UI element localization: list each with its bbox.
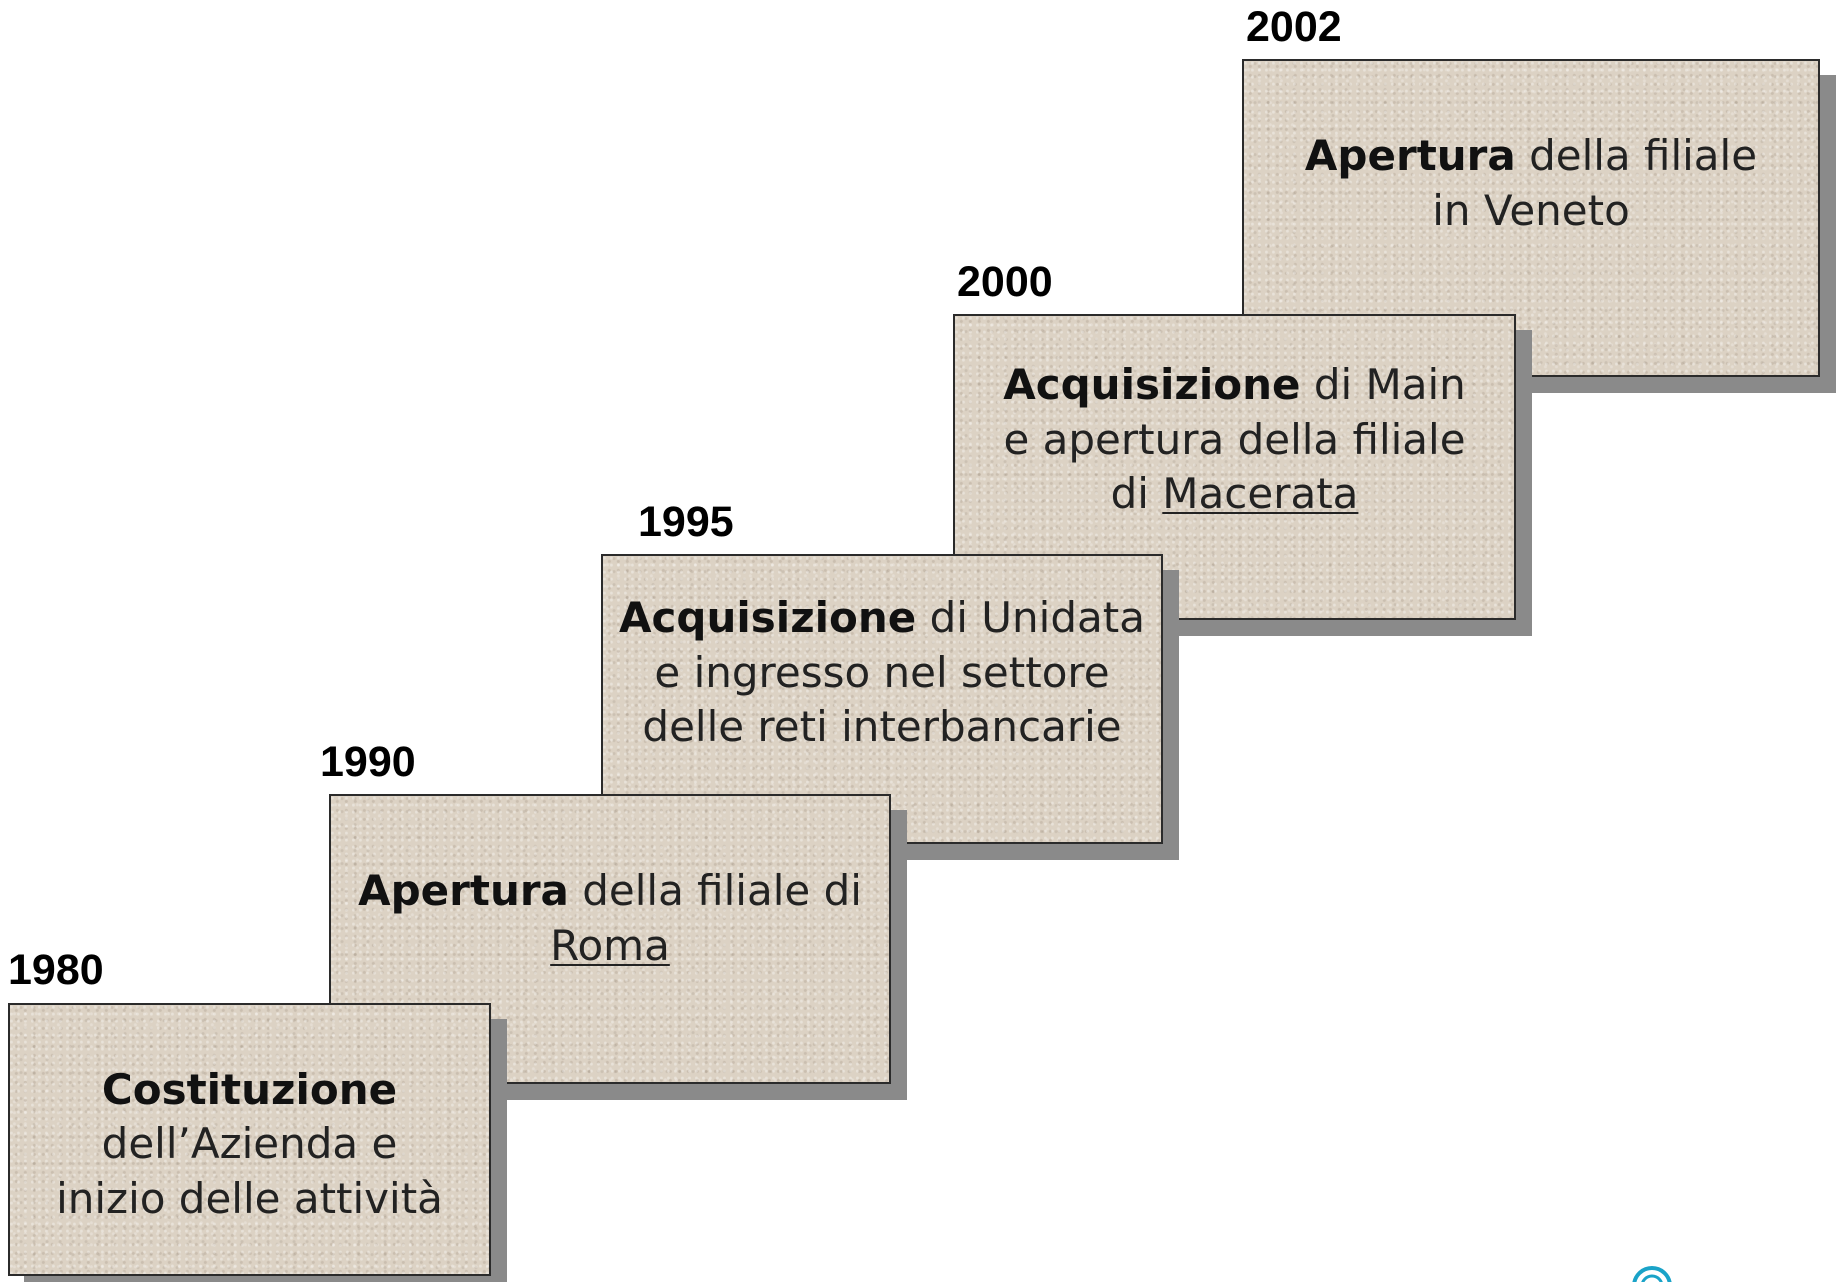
milestone-box-1980: Costituzione dell’Azienda e inizio delle… [8,1003,491,1276]
milestone-box-1995: Acquisizione di Unidata e ingresso nel s… [601,554,1163,844]
milestone-box-1990: Apertura della filiale di Roma [329,794,891,1084]
milestone-line-3: delle reti interbancarie [642,702,1122,752]
spiral-logo-icon [1630,1264,1674,1282]
milestone-text: di [1110,469,1163,519]
year-label-1995: 1995 [638,498,734,546]
year-label-1990: 1990 [320,738,416,786]
milestone-line-1: Costituzione [102,1063,397,1118]
year-label-1980: 1980 [8,946,104,994]
place-name: Macerata [1162,469,1359,519]
milestone-line-2: in Veneto [1432,186,1630,235]
milestone-line-2: dell’Azienda e [101,1119,398,1169]
milestone-line-2: e apertura della filiale [1003,414,1466,464]
milestone-line-1: Acquisizione di Main [1003,358,1466,413]
milestone-line-2: e ingresso nel settore [654,647,1110,697]
milestone-keyword: Apertura [1304,131,1516,181]
milestone-line-1: Apertura della filiale [1305,129,1757,184]
milestone-text: della filiale [1515,131,1758,181]
milestone-text: di Unidata [916,593,1145,643]
milestone-keyword: Apertura [358,866,569,916]
milestone-keyword: Costituzione [101,1064,398,1114]
milestone-keyword: Acquisizione [1003,360,1301,410]
milestone-line-1: Acquisizione di Unidata [619,591,1145,646]
milestone-line-3: inizio delle attività [56,1173,443,1223]
milestone-text: di Main [1300,360,1466,410]
milestone-keyword: Acquisizione [619,593,917,643]
milestone-text: della filiale di [568,866,862,916]
place-name: Roma [550,921,670,970]
milestone-line-2: Roma [550,919,670,974]
milestone-line-1: Apertura della filiale di [358,864,862,919]
year-label-2000: 2000 [957,258,1053,306]
milestone-box-2000: Acquisizione di Main e apertura della fi… [953,314,1516,620]
milestone-line-3: di Macerata [1111,467,1359,522]
milestone-box-2002: Apertura della filiale in Veneto [1242,59,1820,377]
year-label-2002: 2002 [1246,3,1342,51]
